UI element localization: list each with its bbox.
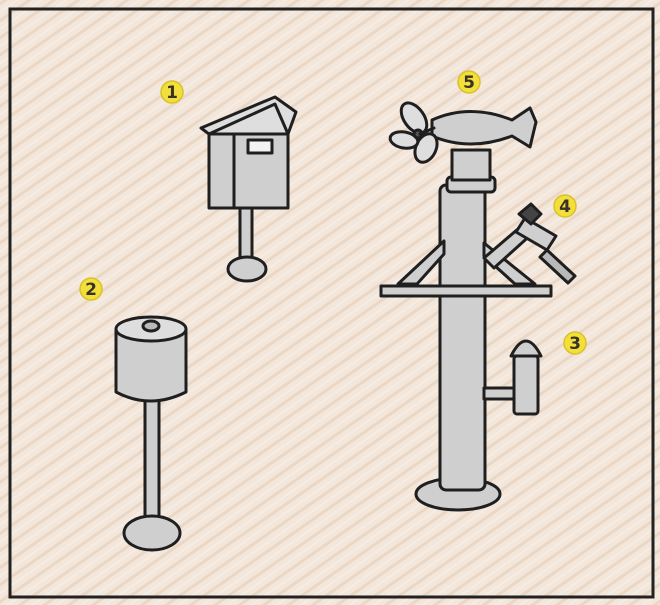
marker-1-label: 1 [166,83,178,103]
marker-3: 3 [564,332,586,354]
marker-3-label: 3 [569,334,581,354]
marker-5-label: 5 [463,73,475,93]
marker-2: 2 [80,278,102,300]
marker-1: 1 [161,81,183,103]
marker-5: 5 [458,71,480,93]
marker-4-label: 4 [559,197,571,217]
marker-4: 4 [554,195,576,217]
marker-2-label: 2 [85,280,97,300]
